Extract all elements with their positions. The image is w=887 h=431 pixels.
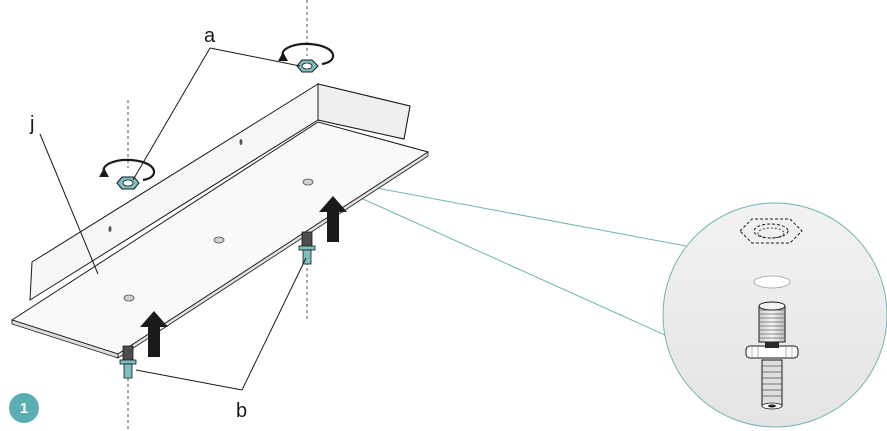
hex-nut-top-right <box>296 59 319 73</box>
ceiling-box <box>10 83 430 359</box>
plate-hole-detail <box>753 275 791 289</box>
plate-hole <box>302 178 314 186</box>
push-up-arrow-icon <box>319 196 347 242</box>
label-j: j <box>29 113 34 135</box>
rotate-arrow-icon <box>278 42 335 66</box>
zoom-connector-lines <box>311 175 717 359</box>
hex-nut-top-left <box>116 176 140 190</box>
plate-hole <box>123 294 135 302</box>
screw-left <box>119 345 137 379</box>
label-b: b <box>236 400 247 422</box>
push-up-arrow-icon <box>140 311 168 357</box>
center-axes <box>127 0 308 431</box>
step-number-badge: 1 <box>9 393 39 423</box>
screw-right <box>298 231 316 265</box>
threaded-bolt-detail <box>745 301 799 410</box>
plate-hole <box>213 236 225 244</box>
leader-lines <box>39 47 307 391</box>
label-a: a <box>204 25 216 47</box>
rotate-arrow-icon <box>99 158 156 182</box>
step-number: 1 <box>20 400 28 417</box>
dashed-nut-outline <box>739 218 803 244</box>
detail-zoom-circle <box>662 202 887 428</box>
